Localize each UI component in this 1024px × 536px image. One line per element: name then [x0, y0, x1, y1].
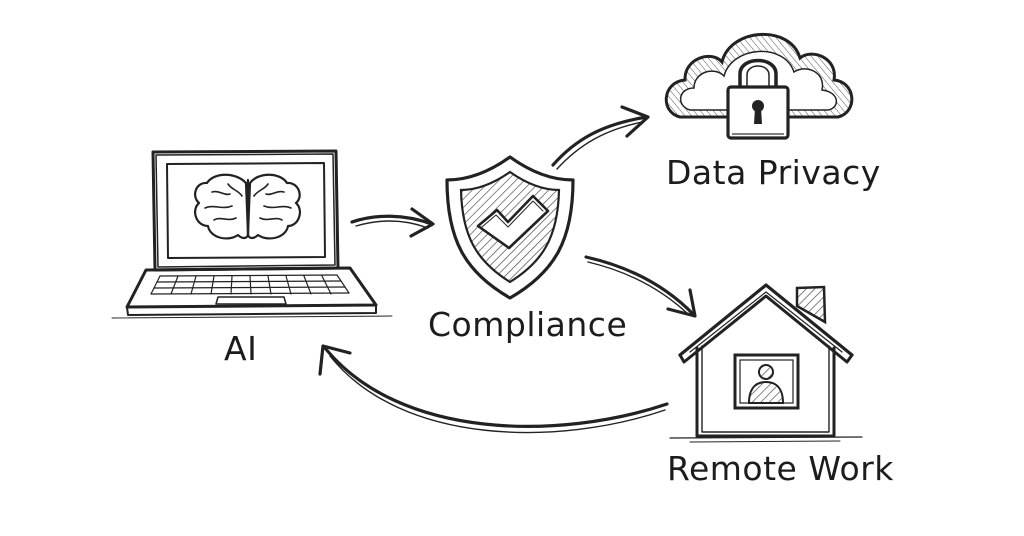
node-label-data-privacy: Data Privacy — [666, 153, 881, 192]
house-person-icon — [669, 283, 863, 443]
shield-check-icon — [445, 155, 575, 300]
laptop-brain-icon — [111, 149, 393, 319]
node-label-ai: AI — [224, 329, 258, 368]
arrow-compliance-to-data-privacy — [551, 105, 650, 170]
cloud-lock-icon — [664, 33, 854, 140]
arrow-remote-work-to-ai — [318, 344, 669, 434]
arrow-compliance-to-remote-work — [584, 255, 697, 318]
node-label-compliance: Compliance — [428, 305, 628, 344]
node-label-remote-work: Remote Work — [667, 449, 894, 488]
arrow-ai-to-compliance — [350, 207, 435, 238]
